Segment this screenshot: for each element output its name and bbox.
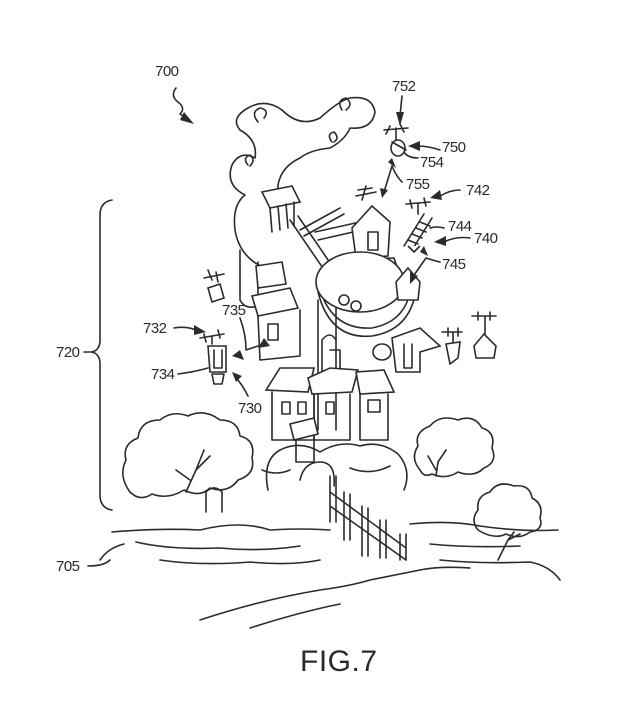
ref-732: 732	[143, 320, 167, 337]
ref-745: 745	[442, 256, 466, 273]
ref-752: 752	[392, 78, 416, 95]
ref-755: 755	[406, 176, 430, 193]
figure-caption: FIG.7	[300, 645, 378, 678]
ref-754: 754	[420, 154, 444, 171]
bracket-720	[91, 199, 113, 511]
drone-right-pair	[441, 311, 497, 366]
ref-744: 744	[448, 218, 472, 235]
drone-left-730	[199, 329, 227, 385]
ref-720: 720	[56, 344, 80, 361]
ref-705: 705	[56, 558, 80, 575]
drone-top-750	[383, 123, 409, 157]
smoke-cloud	[229, 96, 376, 271]
ref-740: 740	[474, 230, 498, 247]
drone-right-740	[403, 197, 433, 254]
ref-730: 730	[238, 400, 262, 417]
ref-734: 734	[151, 366, 175, 383]
ref-750: 750	[442, 139, 466, 156]
ref-700: 700	[155, 63, 179, 80]
leader-lines	[83, 87, 471, 567]
drone-far-left	[203, 269, 225, 304]
landscape	[99, 412, 561, 629]
treehouse-structure	[239, 185, 442, 463]
ref-742: 742	[466, 182, 490, 199]
ref-735: 735	[222, 302, 246, 319]
